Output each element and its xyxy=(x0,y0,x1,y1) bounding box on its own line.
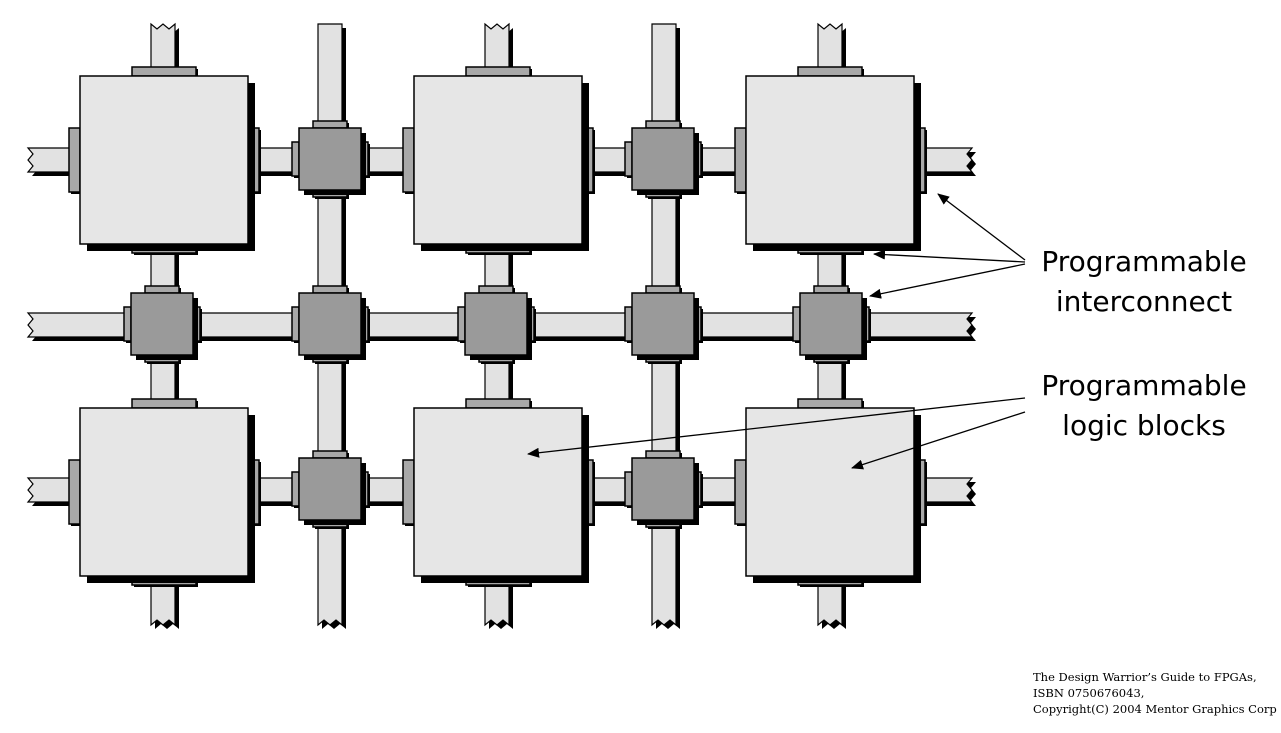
switch-connector-top-body xyxy=(645,120,681,129)
switch-connector-left-body xyxy=(624,471,633,507)
block-connector-top-body xyxy=(465,66,531,77)
switch-connector-left-body xyxy=(291,471,300,507)
switch-connector-left-body xyxy=(123,306,132,342)
logic-block-body xyxy=(79,407,249,577)
logic-block-body xyxy=(79,75,249,245)
switch-box xyxy=(298,292,366,360)
switch-box-body xyxy=(631,127,695,191)
arrow-to-logic-block-middle xyxy=(527,397,1026,458)
programmable-logic-blocks-label: Programmable logic blocks xyxy=(1030,366,1258,446)
switch-connector-top-body xyxy=(312,120,348,129)
credit-line-title: The Design Warrior’s Guide to FPGAs, xyxy=(1033,670,1257,684)
programmable-logic-blocks-label-line2: logic blocks xyxy=(1062,409,1226,442)
arrow-to-connector xyxy=(937,193,1026,261)
block-connector-left-body xyxy=(68,459,81,525)
switch-box-body xyxy=(631,457,695,521)
block-connector-left-body xyxy=(68,127,81,193)
logic-block xyxy=(745,75,921,251)
switch-connector-left-body xyxy=(291,306,300,342)
logic-block-body xyxy=(413,407,583,577)
block-connector-top-body xyxy=(797,398,863,409)
logic-block-body xyxy=(745,407,915,577)
switch-box xyxy=(799,292,867,360)
block-connector-left-body xyxy=(734,127,747,193)
switch-box-body xyxy=(631,292,695,356)
logic-block-body xyxy=(745,75,915,245)
switch-box xyxy=(464,292,532,360)
switch-box xyxy=(631,292,699,360)
switch-box-body xyxy=(799,292,863,356)
logic-blocks xyxy=(79,75,921,583)
block-connector-left-body xyxy=(402,127,415,193)
switch-box-body xyxy=(298,127,362,191)
credit-line-isbn: ISBN 0750676043, xyxy=(1033,686,1145,700)
arrow-to-logic-block-right xyxy=(851,411,1026,470)
switch-box xyxy=(631,127,699,195)
programmable-interconnect-label-line2: interconnect xyxy=(1055,285,1233,318)
programmable-logic-blocks-label-line1: Programmable xyxy=(1041,369,1247,402)
block-connector-top-body xyxy=(797,66,863,77)
logic-block xyxy=(79,407,255,583)
block-connector-left-body xyxy=(734,459,747,525)
switch-connector-top-body xyxy=(478,285,514,294)
block-connector-top-body xyxy=(131,398,197,409)
switch-box-body xyxy=(298,292,362,356)
switch-connector-top-body xyxy=(312,450,348,459)
horizontal-routing-channel xyxy=(913,477,976,506)
credit-line-copyright: Copyright(C) 2004 Mentor Graphics Corp xyxy=(1033,702,1277,716)
switch-box xyxy=(298,457,366,525)
copyright-credit: The Design Warrior’s Guide to FPGAs, ISB… xyxy=(1033,669,1277,717)
block-connector-left-body xyxy=(402,459,415,525)
programmable-interconnect-label-line1: Programmable xyxy=(1041,245,1247,278)
vertical-routing-channel xyxy=(817,574,846,629)
switch-connector-left-body xyxy=(792,306,801,342)
switch-connector-left-body xyxy=(457,306,466,342)
logic-block xyxy=(413,75,589,251)
arrow-to-connector xyxy=(873,249,1026,263)
arrow-to-switch-box xyxy=(869,263,1026,299)
callout-arrows xyxy=(527,193,1026,470)
switch-box-body xyxy=(298,457,362,521)
switch-connector-top-body xyxy=(813,285,849,294)
switch-box-body xyxy=(130,292,194,356)
switch-connector-top-body xyxy=(645,285,681,294)
block-connector-top-body xyxy=(131,66,197,77)
switch-connector-left-body xyxy=(624,306,633,342)
switch-box xyxy=(631,457,699,525)
switch-connector-left-body xyxy=(291,141,300,177)
logic-block xyxy=(79,75,255,251)
switch-connector-top-body xyxy=(312,285,348,294)
programmable-interconnect-label: Programmable interconnect xyxy=(1030,242,1258,322)
switch-box-body xyxy=(464,292,528,356)
block-connector-top-body xyxy=(465,398,531,409)
switch-boxes xyxy=(130,127,867,525)
switch-box xyxy=(130,292,198,360)
logic-block-body xyxy=(413,75,583,245)
switch-box xyxy=(298,127,366,195)
switch-connector-top-body xyxy=(645,450,681,459)
switch-connector-top-body xyxy=(144,285,180,294)
logic-block xyxy=(745,407,921,583)
logic-block xyxy=(413,407,589,583)
switch-connector-left-body xyxy=(624,141,633,177)
